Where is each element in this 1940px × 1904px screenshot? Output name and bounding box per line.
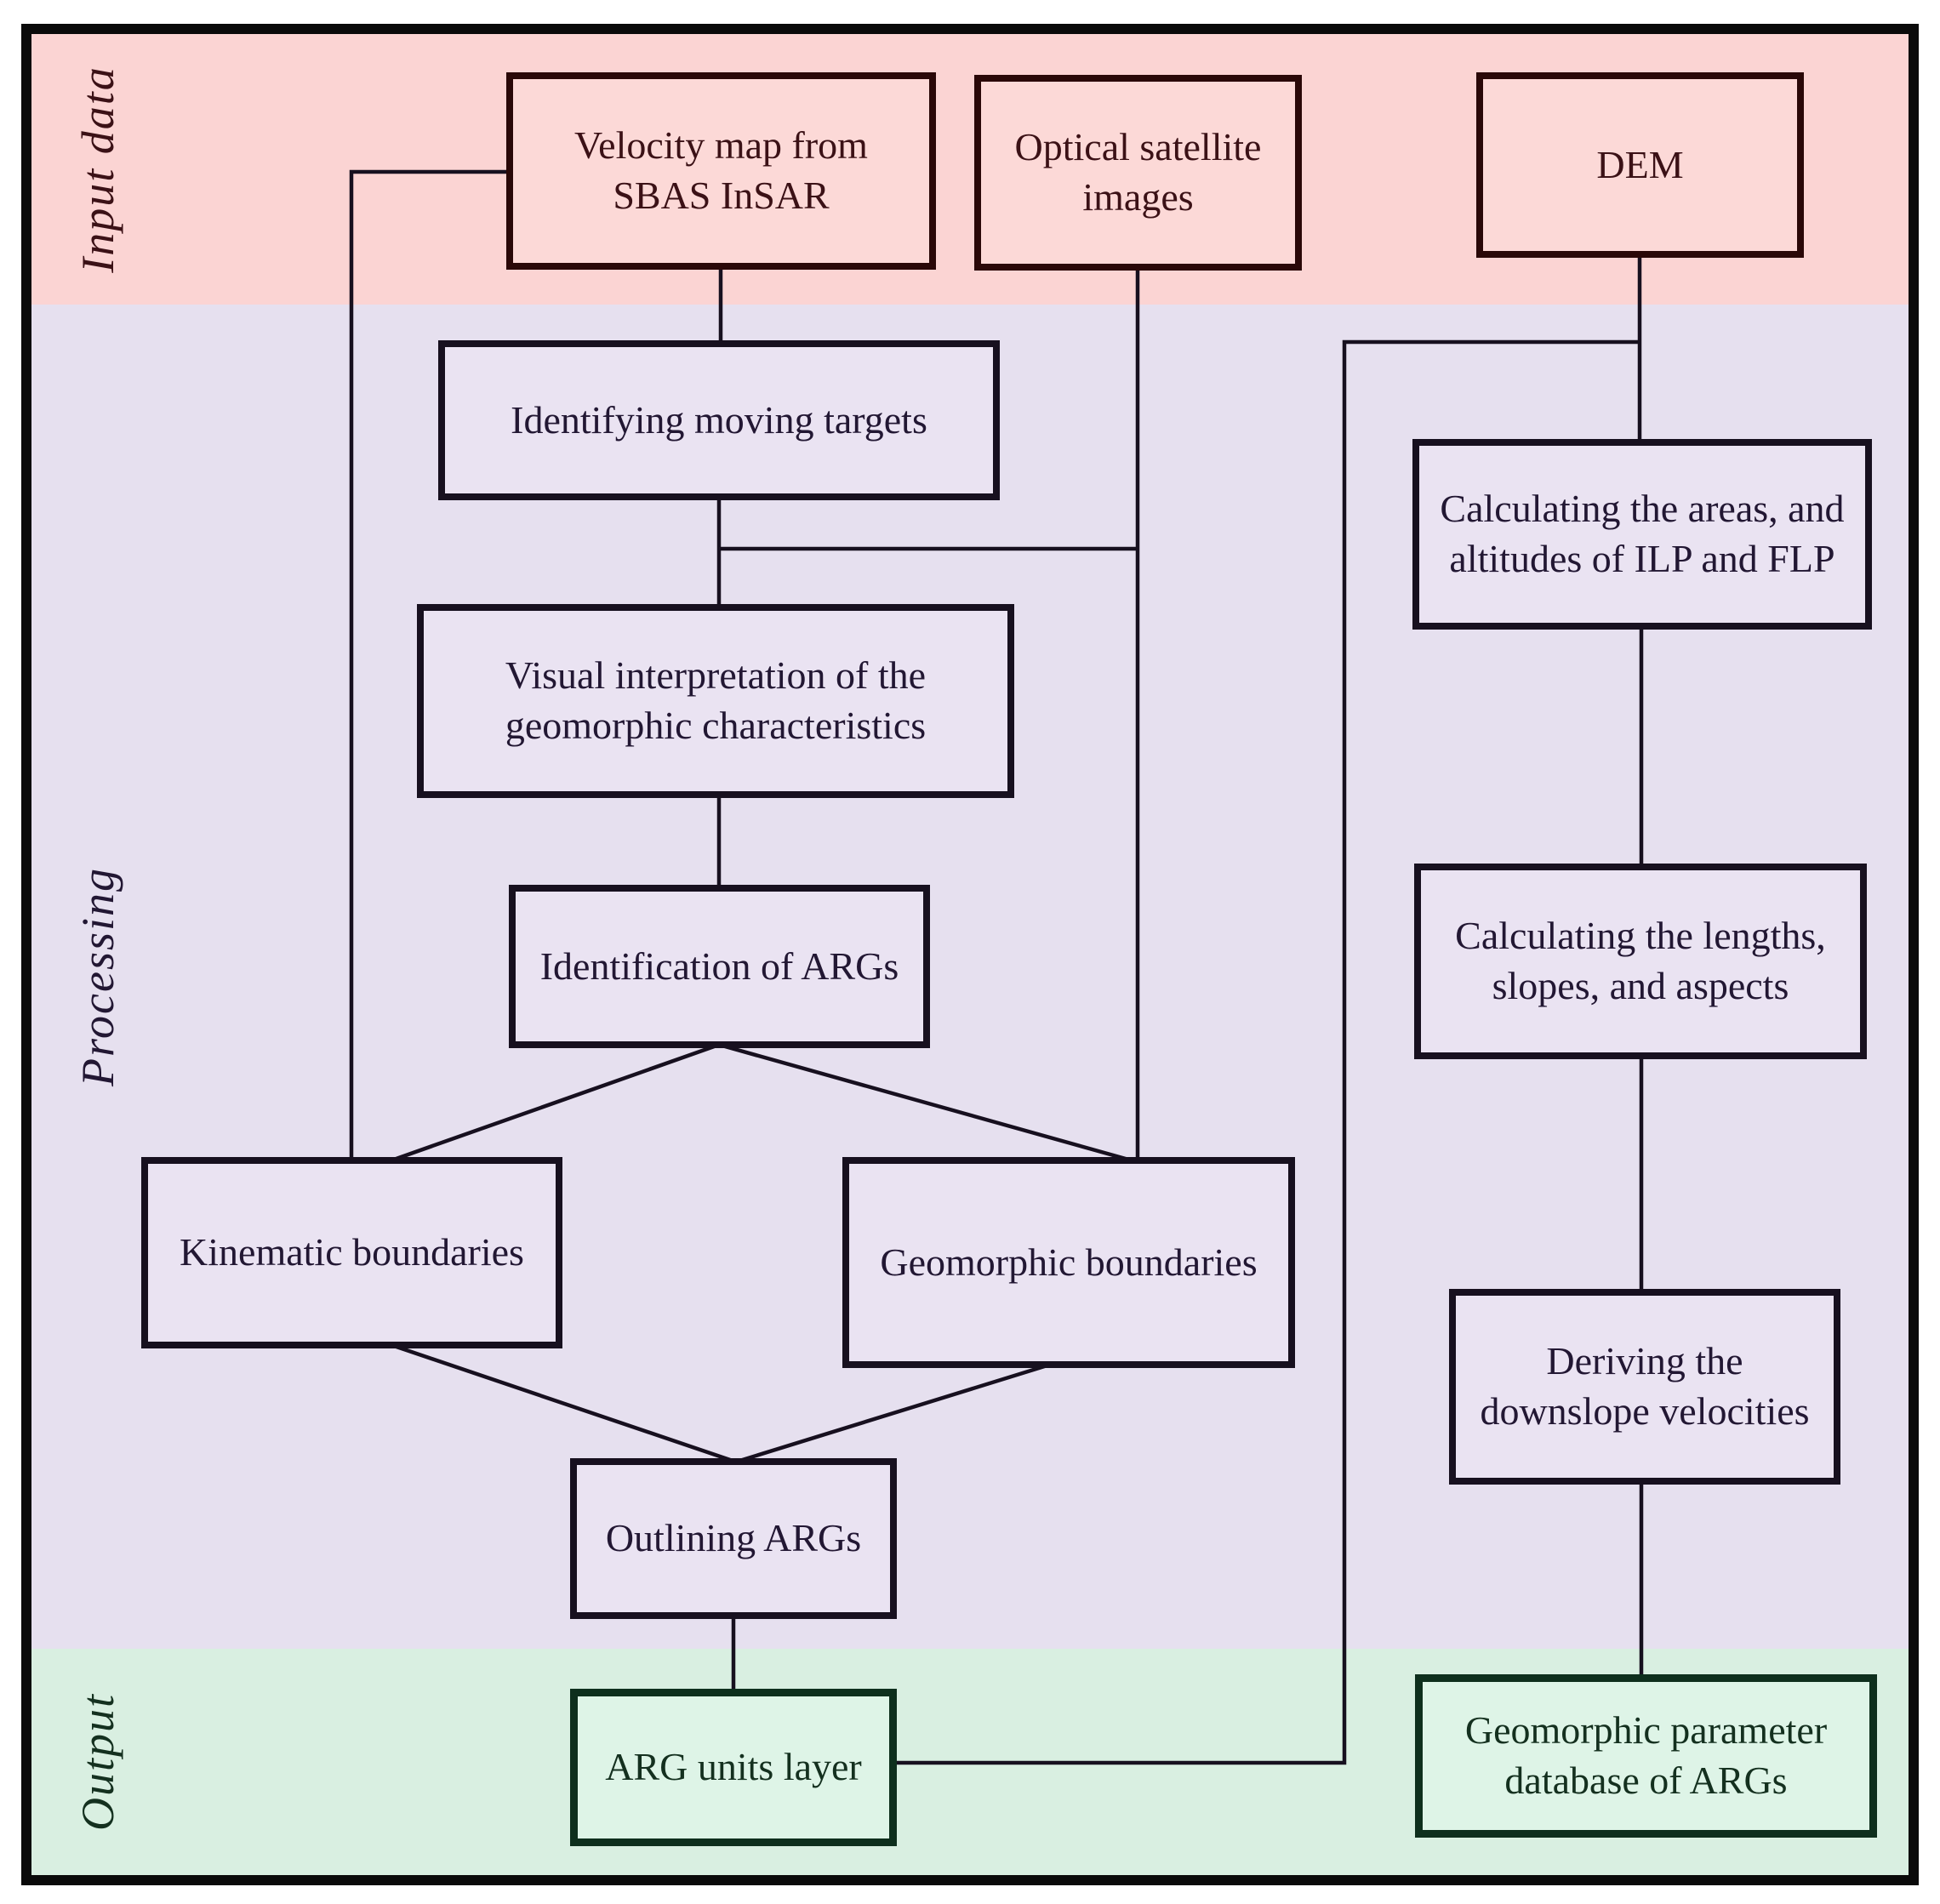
- band-label-input-data: Input data: [34, 34, 162, 305]
- node-identifying-moving-targets-label: Identifying moving targets: [511, 397, 927, 442]
- node-velocity-map-label: Velocity map from SBAS InSAR: [574, 123, 868, 217]
- node-visual-interpretation-label: Visual interpretation of the geomorphic …: [505, 653, 927, 747]
- node-identification-of-args-label: Identification of ARGs: [539, 943, 899, 988]
- node-kinematic-boundaries-label: Kinematic boundaries: [180, 1230, 524, 1274]
- connector-velocity-to-kinematic: [349, 169, 510, 1160]
- node-calculating-areas-altitudes-label: Calculating the areas, and altitudes of …: [1440, 487, 1845, 580]
- node-identification-of-args: Identification of ARGs: [509, 885, 930, 1048]
- node-optical-satellite-images: Optical satellite images: [974, 75, 1302, 271]
- band-label-output: Output: [34, 1649, 162, 1875]
- band-label-processing-text: Processing: [72, 867, 123, 1086]
- connector-identification-to-kinematic: [391, 1042, 720, 1163]
- band-label-input-data-text: Input data: [72, 66, 123, 273]
- node-geomorphic-parameter-database-label: Geomorphic parameter database of ARGs: [1464, 1708, 1828, 1802]
- node-dem-label: DEM: [1596, 142, 1684, 186]
- node-calculating-lengths-slopes-aspects: Calculating the lengths, slopes, and asp…: [1414, 864, 1867, 1059]
- node-optical-satellite-images-label: Optical satellite images: [1014, 125, 1262, 219]
- band-label-output-text: Output: [72, 1692, 124, 1832]
- node-identifying-moving-targets: Identifying moving targets: [438, 340, 1000, 500]
- band-label-processing: Processing: [34, 305, 162, 1649]
- node-geomorphic-boundaries: Geomorphic boundaries: [842, 1157, 1295, 1368]
- node-geomorphic-boundaries-label: Geomorphic boundaries: [880, 1240, 1258, 1284]
- node-outlining-args-label: Outlining ARGs: [605, 1516, 862, 1560]
- node-visual-interpretation: Visual interpretation of the geomorphic …: [417, 604, 1014, 798]
- node-deriving-downslope-velocities: Deriving the downslope velocities: [1449, 1289, 1840, 1485]
- node-kinematic-boundaries: Kinematic boundaries: [141, 1157, 562, 1348]
- connector-kinematic-to-outlining: [391, 1342, 736, 1464]
- connector-arg-units-to-calc-areas: [893, 339, 1641, 1765]
- node-geomorphic-parameter-database: Geomorphic parameter database of ARGs: [1415, 1674, 1877, 1838]
- node-calculating-areas-altitudes: Calculating the areas, and altitudes of …: [1412, 439, 1872, 630]
- node-velocity-map: Velocity map from SBAS InSAR: [506, 72, 936, 270]
- connector-geomorphic-to-outlining: [736, 1362, 1051, 1464]
- node-outlining-args: Outlining ARGs: [570, 1458, 897, 1619]
- node-arg-units-layer-label: ARG units layer: [605, 1745, 862, 1789]
- node-arg-units-layer: ARG units layer: [570, 1689, 897, 1846]
- node-calculating-lengths-slopes-aspects-label: Calculating the lengths, slopes, and asp…: [1455, 914, 1826, 1007]
- connector-identification-to-geomorphic: [718, 1042, 1133, 1163]
- node-dem: DEM: [1476, 72, 1804, 258]
- node-deriving-downslope-velocities-label: Deriving the downslope velocities: [1480, 1339, 1810, 1433]
